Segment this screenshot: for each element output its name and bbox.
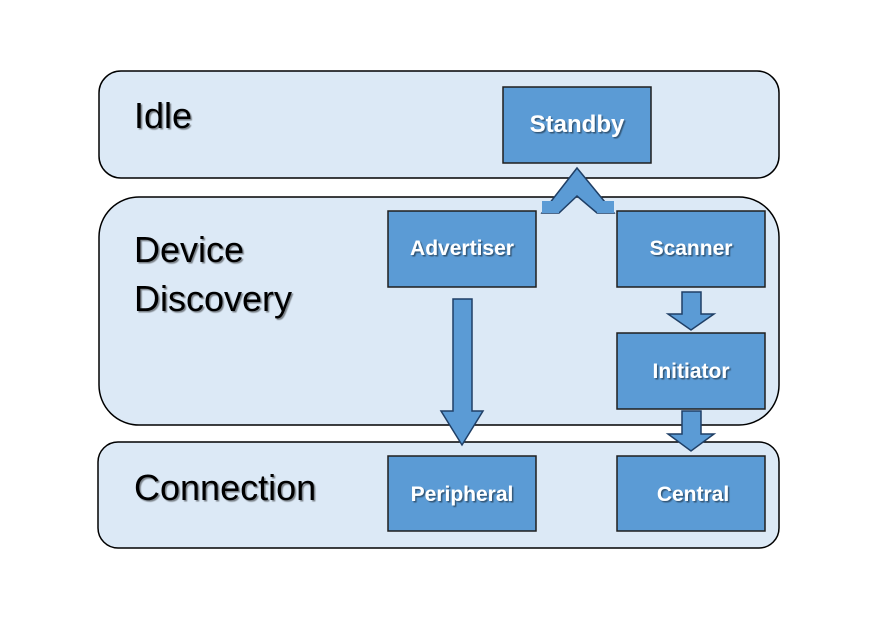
arrow-scanner-to-initiator-icon bbox=[665, 291, 717, 331]
state-initiator-box bbox=[616, 332, 766, 410]
arrow-initiator-to-central-icon bbox=[665, 410, 717, 452]
group-discovery-box bbox=[98, 196, 780, 426]
group-idle-box bbox=[98, 70, 780, 179]
state-central-label: Central bbox=[657, 483, 729, 506]
group-idle: Idle bbox=[98, 70, 780, 179]
group-discovery-label-line2: Discovery bbox=[134, 278, 292, 319]
arrow-standby-right-stem bbox=[597, 201, 614, 213]
group-device-discovery: Device Discovery bbox=[98, 196, 780, 426]
state-peripheral-label: Peripheral bbox=[411, 483, 514, 506]
state-peripheral-box bbox=[387, 455, 537, 532]
state-scanner-label: Scanner bbox=[650, 237, 733, 260]
state-central: Central bbox=[616, 455, 766, 532]
arrow-advertiser-to-peripheral-icon bbox=[439, 298, 485, 447]
group-idle-label: Idle bbox=[134, 95, 192, 136]
state-peripheral: Peripheral bbox=[387, 455, 537, 532]
group-connection-label: Connection bbox=[134, 467, 316, 508]
state-initiator-label: Initiator bbox=[653, 360, 730, 383]
group-discovery-label-line1: Device bbox=[134, 229, 244, 270]
arrow-standby-left-stem bbox=[542, 201, 559, 213]
state-scanner: Scanner bbox=[616, 210, 766, 288]
state-standby-label: Standby bbox=[530, 111, 625, 138]
state-standby: Standby bbox=[502, 86, 652, 164]
state-advertiser-label: Advertiser bbox=[410, 237, 514, 260]
state-central-box bbox=[616, 455, 766, 532]
state-initiator: Initiator bbox=[616, 332, 766, 410]
state-advertiser: Advertiser bbox=[387, 210, 537, 288]
state-advertiser-box bbox=[387, 210, 537, 288]
state-standby-box bbox=[502, 86, 652, 164]
state-scanner-box bbox=[616, 210, 766, 288]
